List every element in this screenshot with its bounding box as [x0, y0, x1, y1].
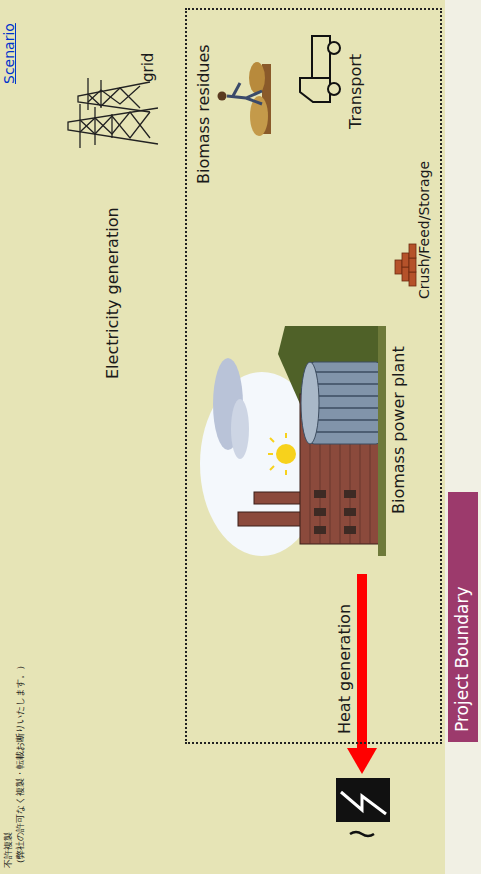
farmer-symbol — [218, 62, 272, 136]
project-boundary: Biomass residues TransportCrush/Feed/Stor… — [185, 8, 442, 744]
power-plant-illustration-part-part — [285, 470, 287, 475]
grid-tower-symbol-part — [111, 114, 112, 138]
farmer-symbol-part — [218, 92, 227, 101]
power-plant-illustration-part — [276, 444, 296, 464]
grid-node: grid — [40, 44, 165, 154]
heat-symbol-part — [350, 832, 374, 836]
power-plant-illustration-part — [310, 362, 380, 444]
power-plant-illustration — [200, 326, 386, 556]
power-plant-illustration-part-part — [314, 526, 326, 534]
power-plant: Biomass power plant — [195, 314, 415, 574]
power-plant-illustration-part-part — [270, 466, 274, 470]
grid-tower-symbol-part — [78, 82, 150, 112]
brick-symbol-part — [409, 258, 416, 272]
power-plant-illustration-part-part — [312, 371, 380, 373]
power-plant-illustration-part — [312, 372, 380, 432]
node-label: Transport — [347, 14, 365, 129]
power-plant-illustration-part — [301, 362, 319, 444]
transport-step: Transport — [285, 14, 370, 129]
power-plant-illustration-part-part — [312, 383, 380, 385]
brick-symbol-part — [409, 244, 416, 258]
power-plant-illustration-part-part — [314, 490, 326, 498]
truck-symbol-part — [300, 78, 330, 102]
power-plant-illustration-part-part — [314, 508, 326, 516]
node-label: Biomass residues — [195, 14, 213, 184]
copyright-note: 不許複製 — [3, 568, 13, 868]
power-plant-illustration-part-part — [270, 438, 274, 442]
heat-arrow-part — [357, 574, 367, 752]
heat-symbol — [336, 778, 390, 836]
power-plant-illustration-part — [231, 399, 249, 459]
grid-tower-symbol-part — [79, 104, 80, 148]
heat-label: Heat generation — [336, 574, 354, 734]
power-plant-illustration-part-part — [344, 490, 356, 498]
scenario-link: Scenario — [1, 0, 17, 84]
heat-symbol-part — [336, 778, 390, 822]
brick-symbol-part — [402, 253, 409, 267]
brick-symbol — [395, 244, 416, 286]
power-plant-illustration-part — [278, 326, 385, 444]
copyright-note: （弊社の許可なく複製・転載お断りいたします。） — [15, 548, 25, 868]
power-plant-illustration-part — [314, 490, 356, 534]
grid-tower-symbol-part — [88, 88, 140, 108]
grid-tower-symbol-part — [68, 108, 158, 144]
truck-symbol-part — [328, 42, 340, 54]
power-plant-illustration-part-part — [344, 526, 356, 534]
grid-tower-symbol-part — [100, 80, 101, 108]
crush-step: Crush/Feed/Storage — [392, 129, 438, 299]
power-plant-illustration-part-part — [312, 407, 380, 409]
grid-tower-symbol-part — [94, 107, 95, 145]
truck-symbol-part — [328, 83, 340, 95]
brick-symbol-part — [409, 272, 416, 286]
power-plant-illustration-part-part — [312, 395, 380, 397]
node-label: Biomass power plant — [390, 314, 408, 514]
boundary-heading: Project Boundary — [448, 492, 478, 742]
power-plant-illustration-part-part — [268, 453, 273, 455]
power-plant-illustration-part-part — [344, 508, 356, 516]
power-plant-illustration-part-part — [312, 431, 380, 433]
biomass-source: Biomass residues — [195, 14, 275, 184]
power-plant-illustration-part — [238, 512, 302, 526]
power-plant-illustration-part — [268, 433, 286, 475]
brick-symbol-part — [395, 260, 402, 274]
power-plant-illustration-part — [378, 326, 386, 556]
edge-label: Electricity generation — [104, 149, 122, 379]
power-plant-illustration-part — [254, 492, 302, 504]
power-plant-illustration-part-part — [312, 419, 380, 421]
grid-tower-symbol — [68, 78, 158, 148]
brick-symbol-part — [402, 267, 409, 281]
heat-symbol-part — [341, 792, 386, 814]
grid-tower-symbol-part — [80, 112, 150, 138]
node-label: grid — [140, 42, 157, 82]
power-plant-illustration-part-part — [285, 433, 287, 438]
farmer-symbol-part — [249, 62, 265, 94]
heat-arrow-part — [347, 748, 377, 774]
farmer-symbol-part — [227, 83, 262, 104]
footer-band — [445, 0, 481, 874]
node-label: Crush/Feed/Storage — [416, 129, 432, 299]
truck-symbol — [300, 36, 340, 102]
truck-symbol-part — [312, 36, 330, 78]
grid-tower-symbol-part — [80, 112, 150, 138]
